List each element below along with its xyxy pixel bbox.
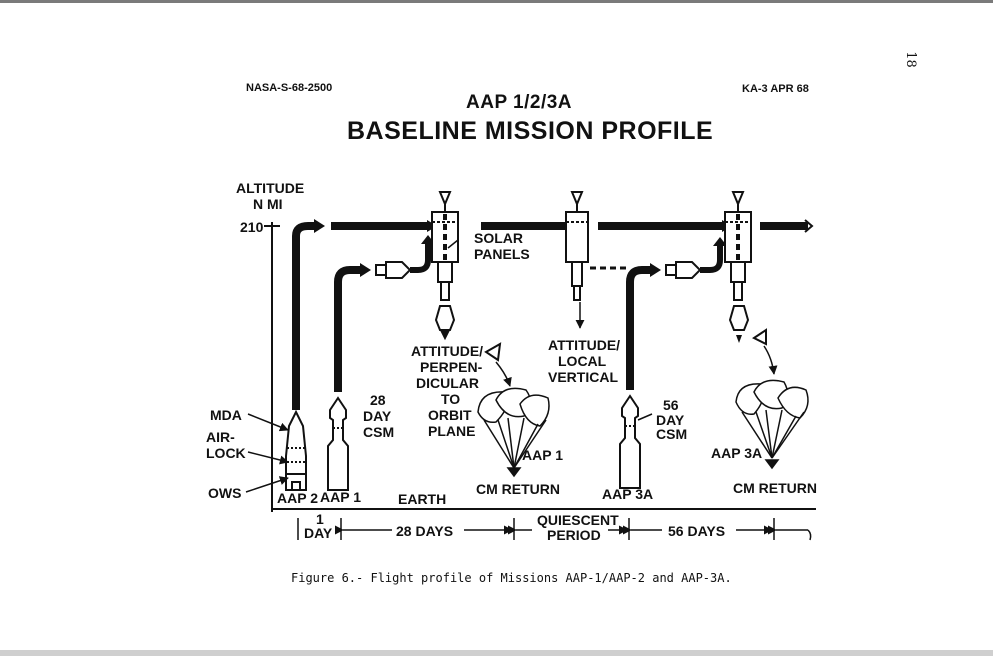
timeline-56-days: 56 DAYS [668, 523, 726, 539]
label-orbit: ORBIT [428, 407, 472, 423]
cm-1-icon [484, 342, 502, 362]
cm-3a-icon [752, 328, 767, 346]
aap2-ascent-trajectory [292, 222, 316, 410]
cm-3a-descent [763, 345, 778, 375]
aap1-launch-vehicle [327, 396, 349, 491]
label-perpen: PERPEN- [420, 359, 483, 375]
airlock-pointer [247, 451, 289, 465]
orbit-path [331, 222, 808, 230]
label-aap2: AAP 2 [277, 490, 318, 506]
top-frame-border [0, 0, 993, 3]
csm-56-docking-path [700, 244, 723, 273]
label-ows: OWS [208, 485, 242, 501]
label-vertical: VERTICAL [548, 369, 618, 385]
axis-label-altitude: ALTITUDE [236, 180, 305, 196]
label-plane: PLANE [428, 423, 476, 439]
bottom-frame-border [0, 650, 993, 656]
label-cm-return-1: CM RETURN [476, 481, 560, 497]
orbital-cluster-3 [724, 191, 752, 331]
document-ref: KA-3 APR 68 [742, 83, 809, 95]
orbit-arrow-4 [804, 219, 814, 233]
axis-tick-210: 210 [240, 219, 264, 235]
label-aap1: AAP 1 [320, 489, 361, 505]
aap3a-launch-vehicle [619, 394, 641, 489]
label-earth: EARTH [398, 491, 447, 507]
timeline-period: PERIOD [547, 527, 601, 543]
label-air: AIR- [206, 429, 235, 445]
csm-28-day-spacecraft [375, 261, 412, 279]
label-dicular: DICULAR [416, 375, 479, 391]
label-csm28-number: 28 [370, 392, 386, 408]
label-to: TO [441, 391, 461, 407]
aap1-ascent-trajectory [334, 266, 362, 392]
label-cm-return-2: CM RETURN [733, 480, 817, 496]
aap2-launch-vehicle [285, 409, 307, 491]
label-chute-aap1: AAP 1 [522, 447, 563, 463]
timeline-28-days: 28 DAYS [396, 523, 454, 539]
timeline-one: 1 [316, 511, 324, 527]
page-number: 18 [902, 51, 918, 68]
timeline [297, 518, 812, 541]
label-mda: MDA [210, 407, 242, 423]
label-csm28-csm: CSM [363, 424, 395, 440]
label-panels: PANELS [474, 246, 530, 262]
label-attitude-2: ATTITUDE/ [548, 337, 621, 353]
label-csm28-day: DAY [363, 408, 392, 424]
solar-panel-pointer [447, 239, 459, 249]
label-solar: SOLAR [474, 230, 523, 246]
orbital-cluster-2 [565, 191, 589, 301]
label-csm56-day: DAY [656, 412, 685, 428]
label-chute-aap3a: AAP 3A [711, 445, 763, 461]
page-title: AAP 1/2/3A [466, 92, 573, 113]
label-local: LOCAL [558, 353, 607, 369]
cm-3a-small [736, 335, 742, 343]
aap3a-ascent-trajectory [626, 266, 652, 390]
label-csm56-number: 56 [663, 397, 679, 413]
csm56-pointer [637, 413, 653, 421]
label-csm56-csm: CSM [656, 426, 688, 442]
figure-caption: Figure 6.- Flight profile of Missions AA… [291, 571, 732, 585]
csm-28-docking-path [410, 242, 431, 273]
cm-1-descent [495, 361, 512, 387]
parachute-aap3a [735, 379, 809, 470]
axis-label-unit: N MI [253, 196, 283, 212]
timeline-day: DAY [304, 525, 333, 541]
ows-pointer [245, 476, 289, 493]
mda-pointer [247, 413, 289, 432]
timeline-quiescent: QUIESCENT [537, 512, 619, 528]
label-lock: LOCK [206, 445, 246, 461]
label-aap3a: AAP 3A [602, 486, 654, 502]
parachute-aap1 [477, 387, 550, 478]
orbital-cluster-1 [431, 191, 459, 341]
page-subtitle: BASELINE MISSION PROFILE [347, 117, 714, 145]
csm-56-day-spacecraft [665, 261, 702, 279]
label-attitude-1: ATTITUDE/ [411, 343, 484, 359]
document-id: NASA-S-68-2500 [246, 82, 333, 94]
